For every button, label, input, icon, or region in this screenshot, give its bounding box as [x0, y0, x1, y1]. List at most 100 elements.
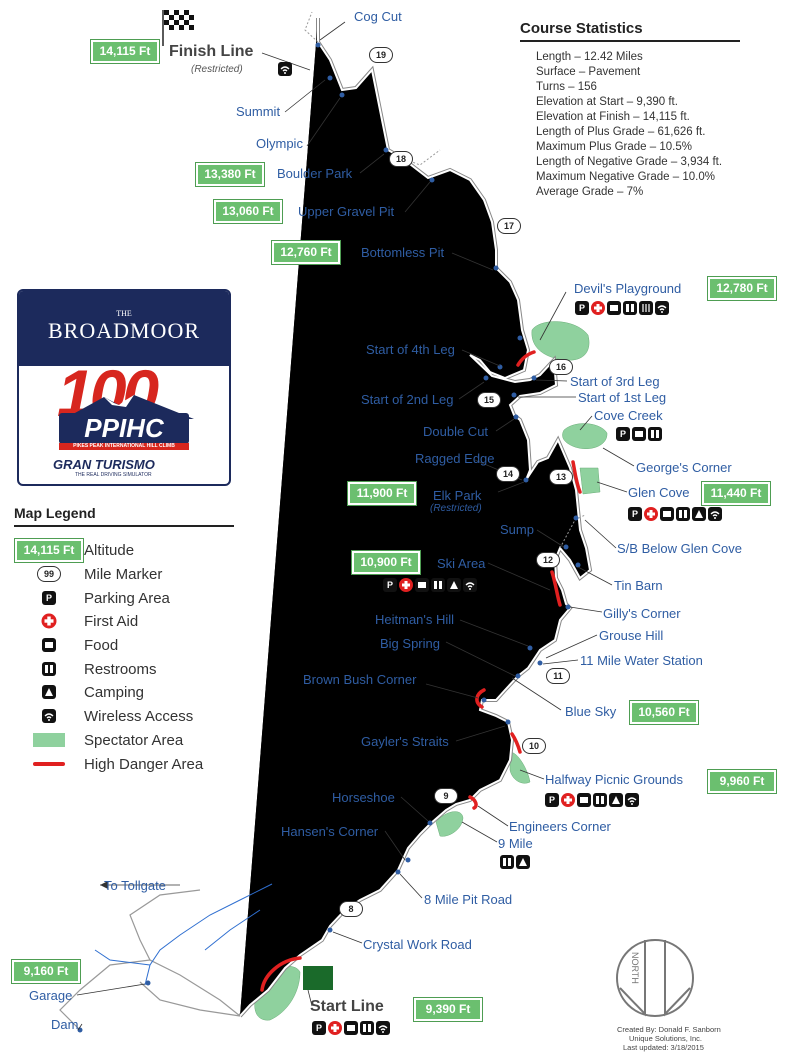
first-aid-icon — [399, 578, 413, 592]
label-dam: Dam — [51, 1017, 79, 1032]
stats-title: Course Statistics — [520, 20, 740, 42]
map-legend: Map Legend 14,115 Ft Altitude 99 Mile Ma… — [14, 505, 234, 773]
camping-icon — [447, 578, 461, 592]
label-heitmans-hill: Heitman's Hill — [375, 612, 455, 627]
legend-label: Spectator Area — [84, 731, 184, 749]
wifi-icon — [708, 507, 722, 521]
label-engineers-corner: Engineers Corner — [509, 819, 611, 834]
label-11-mile-water-station: 11 Mile Water Station — [580, 653, 703, 668]
altitude-badge-boulder-park: 13,380 Ft — [195, 162, 265, 187]
logo-the: THE — [116, 309, 132, 318]
mile-marker-8: 8 — [339, 901, 363, 917]
spectator-area-glen-cove — [579, 467, 601, 495]
legend-label: Altitude — [84, 541, 135, 559]
stat-line: Length – 12.42 Miles — [536, 51, 643, 63]
food-icon — [415, 578, 429, 592]
legend-label: Restrooms — [84, 660, 157, 678]
food-icon — [632, 427, 646, 441]
legend-altitude-sample: 14,115 Ft — [14, 537, 84, 563]
restroom-icon — [648, 427, 662, 441]
spectator-area-halfway-2 — [509, 751, 531, 784]
garage-road — [59, 959, 151, 1031]
amenities-devils-playground: P — [575, 301, 669, 315]
course-statistics: Course Statistics Length – 12.42 Miles S… — [520, 20, 740, 200]
label-olympic: Olympic — [256, 136, 303, 151]
altitude-badge-blue-sky: 10,560 Ft — [629, 700, 699, 725]
amenities-ski-area: P — [383, 578, 477, 592]
parking-icon: P — [545, 793, 559, 807]
restroom-icon — [593, 793, 607, 807]
altitude-badge-halfway: 9,960 Ft — [707, 769, 777, 794]
label-start-1st-leg: Start of 1st Leg — [578, 390, 667, 405]
label-elk-restricted: (Restricted) — [430, 503, 482, 514]
label-devils-playground: Devil's Playground — [574, 281, 682, 296]
danger-start-4th — [516, 350, 536, 367]
parking-icon: P — [575, 301, 589, 315]
parking-icon: P — [628, 507, 642, 521]
camping-icon — [692, 507, 706, 521]
food-icon — [344, 1021, 358, 1035]
label-blue-sky: Blue Sky — [565, 704, 617, 719]
legend-row-restrooms: Restrooms — [14, 658, 157, 680]
logo-sponsor: GRAN TURISMO — [53, 457, 155, 472]
mile-marker-10: 10 — [522, 738, 546, 754]
credit-line: Unique Solutions, Inc. — [629, 1034, 702, 1043]
label-garage: Garage — [29, 988, 73, 1003]
legend-row-danger: High Danger Area — [14, 753, 203, 775]
legend-row-camping: Camping — [14, 681, 144, 703]
altitude-badge-glen-cove: 11,440 Ft — [701, 481, 771, 506]
spectator-area-devils — [531, 321, 590, 361]
wifi-icon — [42, 709, 56, 723]
label-sump: Sump — [500, 522, 534, 537]
stream-3 — [94, 949, 151, 966]
restroom-icon — [623, 301, 637, 315]
logo-broadmoor: BROADMOOR — [47, 318, 201, 343]
legend-row-parking: P Parking Area — [14, 587, 170, 609]
label-cog-cut: Cog Cut — [354, 9, 402, 24]
compass-north-label: NORTH — [630, 952, 640, 984]
credit-block: Created By: Donald F. Sanborn Unique Sol… — [617, 1025, 721, 1052]
label-summit: Summit — [236, 104, 281, 119]
label-gillys-corner: Gilly's Corner — [603, 606, 681, 621]
mile-marker-19: 19 — [369, 47, 393, 63]
stat-line: Elevation at Finish – 14,115 ft. — [536, 111, 690, 123]
label-big-spring: Big Spring — [380, 636, 440, 651]
altitude-badge-garage: 9,160 Ft — [11, 959, 81, 984]
altitude-badge-finish: 14,115 Ft — [90, 39, 160, 64]
parking-icon: P — [312, 1021, 326, 1035]
parking-icon: P — [42, 591, 56, 605]
stat-line: Elevation at Start – 9,390 ft. — [536, 96, 678, 108]
danger-cove — [571, 460, 582, 494]
food-icon — [660, 507, 674, 521]
label-to-tollgate: To Tollgate — [104, 878, 166, 893]
first-aid-icon — [591, 301, 605, 315]
altitude-badge-devils-playground: 12,780 Ft — [707, 276, 777, 301]
stat-line: Length of Negative Grade – 3,934 ft. — [536, 156, 723, 168]
legend-label: Mile Marker — [84, 565, 163, 583]
legend-label: Camping — [84, 683, 145, 701]
camping-icon — [42, 685, 56, 699]
altitude-badge-start: 9,390 Ft — [413, 997, 483, 1022]
logo-event-full: PIKES PEAK INTERNATIONAL HILL CLIMB — [59, 443, 189, 450]
label-ragged-edge: Ragged Edge — [415, 451, 495, 466]
credit-line: Last updated: 3/18/2015 — [623, 1043, 704, 1052]
amenities-glen-cove: P — [628, 507, 722, 521]
danger-ski — [550, 570, 562, 607]
wifi-icon — [376, 1021, 390, 1035]
mile-marker-15: 15 — [477, 392, 501, 408]
altitude-badge-upper-gravel-pit: 13,060 Ft — [213, 199, 283, 224]
legend-label: First Aid — [84, 612, 139, 630]
tollgate-road — [129, 889, 241, 1017]
food-icon — [639, 301, 653, 315]
wifi-icon — [278, 62, 292, 76]
danger-area-swatch — [33, 762, 65, 766]
first-aid-icon — [41, 613, 57, 629]
mile-marker-14: 14 — [496, 466, 520, 482]
food-icon — [607, 301, 621, 315]
mile-marker-18: 18 — [389, 151, 413, 167]
stat-line: Maximum Negative Grade – 10.0% — [536, 171, 715, 183]
spectator-area-swatch — [33, 733, 65, 747]
amenities-halfway-picnic: P — [545, 793, 639, 807]
restroom-icon — [360, 1021, 374, 1035]
